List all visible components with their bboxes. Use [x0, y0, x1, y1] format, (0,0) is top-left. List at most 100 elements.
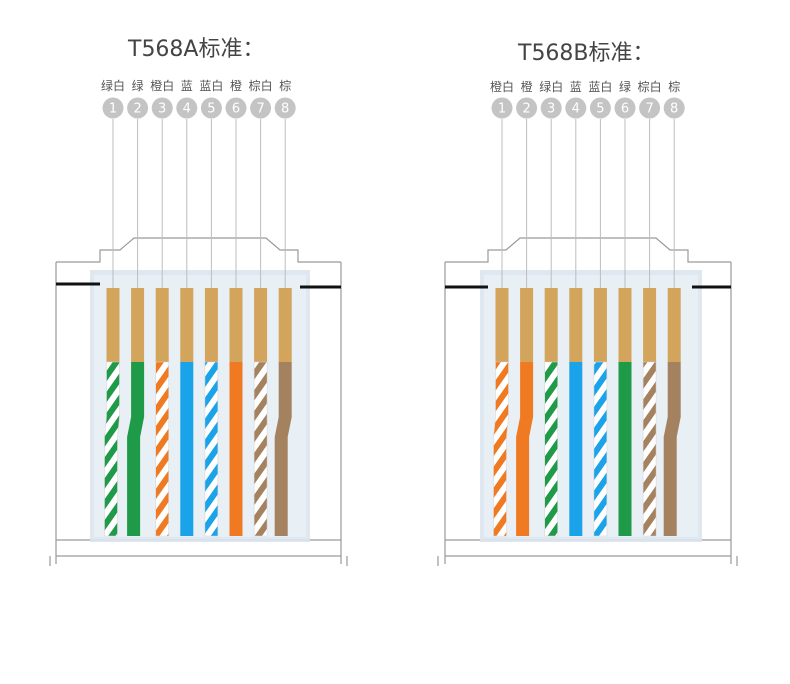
connector-window [94, 275, 306, 537]
pin-6: 绿6 [614, 79, 636, 536]
pin-number-badge [540, 97, 562, 119]
wire-green [618, 362, 632, 536]
pin-3: 橙白 3 [150, 78, 174, 537]
pin-label: 绿白 [539, 79, 563, 94]
wire-orange [516, 362, 534, 536]
connector-base [49, 539, 348, 566]
pin-number: 3 [158, 102, 166, 117]
wire-orange [229, 362, 243, 536]
pin-number: 8 [670, 102, 678, 117]
wire-blue [180, 362, 194, 536]
pin-4: 蓝4 [565, 80, 587, 536]
pin-number-badge [565, 97, 587, 119]
pin-label: 橙白 [150, 78, 174, 93]
pin-number-badge [516, 97, 538, 119]
pin-2: 绿2 [127, 78, 149, 536]
connector-outline [444, 237, 732, 564]
gold-contact [618, 288, 632, 362]
pin-label: 棕 [668, 79, 680, 94]
pin-number: 6 [232, 102, 240, 117]
pin-number: 1 [109, 102, 117, 117]
t568a-connector [49, 237, 348, 566]
gold-contact [254, 288, 268, 362]
gold-contact [643, 288, 657, 362]
pin-number: 7 [645, 102, 653, 117]
connector-outline [55, 237, 342, 564]
pin-number-badge [663, 97, 685, 119]
pin-number: 5 [596, 102, 604, 117]
wire-blue-white [593, 361, 608, 537]
gold-contact [204, 288, 218, 362]
t568b-connector [437, 237, 738, 566]
pin-label: 棕白 [249, 78, 273, 93]
pin-number: 2 [133, 102, 141, 117]
pin-4: 蓝4 [176, 79, 198, 536]
gold-contact [544, 288, 558, 362]
pin-6: 橙6 [225, 78, 247, 536]
pin-number-badge [639, 97, 661, 119]
pin-number: 4 [572, 102, 580, 117]
pin-number: 2 [522, 102, 530, 117]
pin-1: 绿白 1 [101, 78, 125, 537]
gold-contact [180, 288, 194, 362]
pin-number-badge [589, 97, 611, 119]
wire-orange-white [493, 361, 509, 537]
pin-label: 橙 [230, 78, 242, 93]
pin-number: 3 [547, 102, 555, 117]
pin-number-badge [250, 97, 272, 119]
pin-number-badge [491, 97, 513, 119]
pin-number-badge [274, 97, 296, 119]
pin-7: 棕白7 [249, 78, 273, 537]
gold-contact [106, 288, 120, 362]
pin-5: 蓝白5 [199, 78, 223, 537]
wire-green-white [104, 361, 120, 537]
pin-label: 棕 [279, 78, 291, 93]
pin-number: 4 [183, 102, 191, 117]
connector-base [437, 539, 738, 566]
pin-number: 1 [498, 102, 506, 117]
wire-orange-white [155, 361, 169, 537]
gold-contact [667, 288, 681, 362]
pin-8: 棕8 [274, 78, 296, 536]
pin-number-badge [614, 97, 636, 119]
wire-brown-white [253, 361, 268, 537]
pin-label: 棕白 [638, 79, 662, 94]
pin-number: 5 [207, 102, 215, 117]
t568b-title: T568B标准： [517, 41, 655, 66]
gold-contact [495, 288, 509, 362]
pin-2: 橙2 [516, 79, 538, 536]
wire-brown-white [642, 361, 657, 537]
pin-number-badge [200, 97, 222, 119]
pin-label: 蓝白 [588, 79, 612, 94]
pin-1: 橙白 1 [490, 79, 514, 537]
pin-label: 蓝 [570, 80, 582, 94]
t568a-title: T568A标准： [127, 37, 264, 62]
gold-contact [229, 288, 243, 362]
pin-label: 绿白 [101, 78, 125, 93]
pin-5: 蓝白 5 [588, 79, 612, 537]
pin-number: 6 [621, 102, 629, 117]
pin-number-badge [102, 97, 124, 119]
pin-label: 绿 [132, 78, 144, 93]
wire-brown [274, 362, 292, 536]
gold-contact [131, 288, 145, 362]
pin-8: 棕8 [663, 79, 685, 536]
pin-label: 橙白 [490, 79, 514, 94]
pin-label: 橙 [521, 79, 533, 94]
pin-7: 棕白 7 [638, 79, 662, 537]
wire-brown [663, 362, 681, 536]
wire-green-white [544, 361, 558, 537]
pin-label: 蓝 [181, 79, 193, 93]
pin-label: 绿 [619, 79, 631, 94]
wire-blue [569, 362, 583, 536]
wire-green [127, 362, 145, 536]
pin-number-badge [151, 97, 173, 119]
gold-contact [593, 288, 607, 362]
pin-number-badge [225, 97, 247, 119]
gold-contact [520, 288, 534, 362]
wire-blue-white [204, 361, 219, 537]
